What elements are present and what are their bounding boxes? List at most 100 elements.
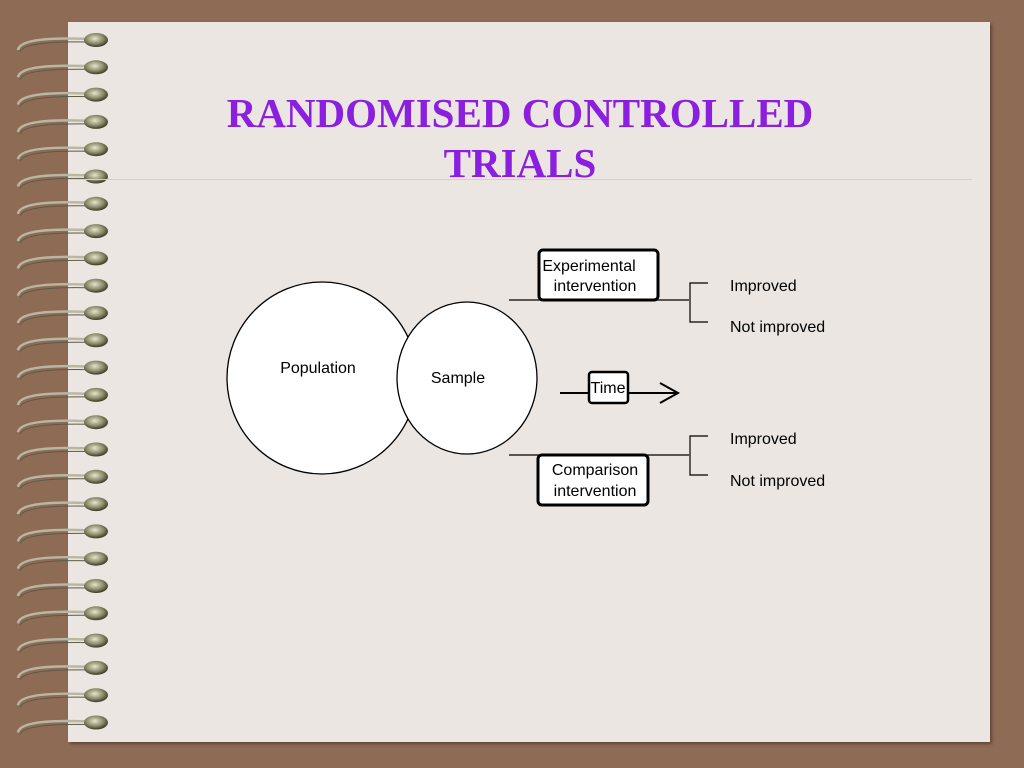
- time-label: Time: [591, 380, 626, 397]
- binding-ring-shadow: [19, 587, 87, 599]
- binding-ring: [16, 719, 89, 733]
- binding-hole: [84, 633, 108, 648]
- binding-ring: [16, 282, 89, 297]
- binding-ring-shadow: [19, 560, 87, 571]
- binding-ring-shadow: [19, 150, 87, 162]
- binding-ring: [16, 173, 89, 187]
- binding-ring: [16, 64, 89, 78]
- population-circle: [226, 281, 418, 475]
- sample-circle: [396, 301, 538, 455]
- experimental-outcome-improved: Improved: [730, 278, 797, 295]
- binding-hole: [84, 333, 108, 348]
- binding-ring-shadow: [19, 68, 87, 80]
- binding-ring-shadow: [19, 96, 87, 107]
- binding-ring-shadow: [19, 41, 87, 53]
- binding-hole: [84, 87, 108, 102]
- binding-ring-shadow: [19, 505, 87, 517]
- binding-ring-shadow: [19, 532, 87, 544]
- binding-ring: [16, 392, 89, 406]
- binding-hole: [84, 60, 108, 75]
- binding-hole: [84, 114, 108, 129]
- comparison-label-line1: Comparison: [552, 462, 638, 479]
- binding-ring: [16, 37, 89, 51]
- binding-ring: [16, 555, 89, 570]
- comparison-label-line2: intervention: [554, 483, 637, 500]
- binding-ring: [16, 692, 89, 706]
- binding-ring-shadow: [19, 259, 87, 271]
- binding-ring: [16, 364, 89, 379]
- binding-ring: [16, 310, 89, 324]
- binding-hole: [84, 142, 108, 157]
- binding-ring: [16, 610, 89, 624]
- binding-ring-shadow: [19, 287, 87, 298]
- binding-ring-shadow: [19, 314, 87, 326]
- binding-ring-shadow: [19, 642, 87, 653]
- binding-ring: [16, 528, 89, 542]
- binding-ring: [16, 446, 89, 460]
- binding-hole: [84, 251, 108, 266]
- binding-hole: [84, 33, 108, 47]
- binding-ring: [16, 665, 89, 679]
- binding-ring: [16, 474, 89, 488]
- binding-ring-shadow: [19, 450, 87, 462]
- binding-hole: [84, 497, 108, 512]
- binding-hole: [84, 442, 108, 457]
- binding-ring-shadow: [19, 123, 87, 135]
- binding-ring: [16, 255, 89, 269]
- binding-ring: [16, 419, 89, 433]
- experimental-label-line1: Experimental: [542, 258, 635, 275]
- experimental-intervention-box: [537, 248, 660, 302]
- binding-ring-shadow: [19, 723, 87, 735]
- comparison-intervention-box: [536, 453, 650, 507]
- experimental-outcome-not-improved: Not improved: [730, 319, 825, 336]
- sample-label: Sample: [431, 370, 485, 387]
- binding-ring: [16, 637, 89, 652]
- experimental-outcome-bracket: [689, 282, 708, 323]
- comparison-outcome-not-improved: Not improved: [730, 473, 825, 490]
- binding-ring-shadow: [19, 177, 87, 189]
- binding-hole: [84, 360, 108, 375]
- binding-hole: [84, 169, 108, 184]
- binding-ring-shadow: [19, 423, 87, 435]
- binding-ring-shadow: [19, 341, 87, 353]
- binding-ring: [16, 337, 89, 351]
- time-box: [587, 370, 630, 405]
- binding-ring-shadow: [19, 478, 87, 490]
- comparison-outcome-improved: Improved: [730, 431, 797, 448]
- binding-hole: [84, 579, 108, 593]
- binding-hole: [84, 469, 108, 484]
- binding-hole: [84, 606, 108, 621]
- binding-hole: [84, 715, 108, 730]
- binding-ring-shadow: [19, 232, 87, 244]
- right-arrow-icon: [659, 382, 681, 404]
- binding-ring: [16, 146, 89, 160]
- binding-hole: [84, 278, 108, 293]
- spiral-binding-icon: [16, 33, 108, 735]
- binding-ring-shadow: [19, 369, 87, 380]
- binding-hole: [84, 688, 108, 703]
- binding-ring: [16, 583, 89, 597]
- binding-hole: [84, 306, 108, 320]
- binding-hole: [84, 524, 108, 539]
- title-divider: [68, 179, 972, 180]
- binding-hole: [84, 660, 108, 675]
- binding-hole: [84, 551, 108, 566]
- binding-ring: [16, 228, 89, 242]
- binding-ring-shadow: [19, 205, 87, 217]
- binding-ring-shadow: [19, 614, 87, 626]
- binding-hole: [84, 415, 108, 430]
- binding-hole: [84, 196, 108, 211]
- binding-hole: [84, 387, 108, 402]
- binding-ring: [16, 119, 89, 133]
- binding-hole: [84, 224, 108, 239]
- population-label: Population: [280, 360, 356, 377]
- binding-ring-shadow: [19, 669, 87, 681]
- binding-ring: [16, 201, 89, 215]
- binding-ring: [16, 91, 89, 106]
- binding-ring-shadow: [19, 396, 87, 408]
- comparison-outcome-bracket: [689, 435, 708, 476]
- binding-ring: [16, 501, 89, 515]
- binding-ring-shadow: [19, 696, 87, 708]
- experimental-label-line2: intervention: [554, 278, 637, 295]
